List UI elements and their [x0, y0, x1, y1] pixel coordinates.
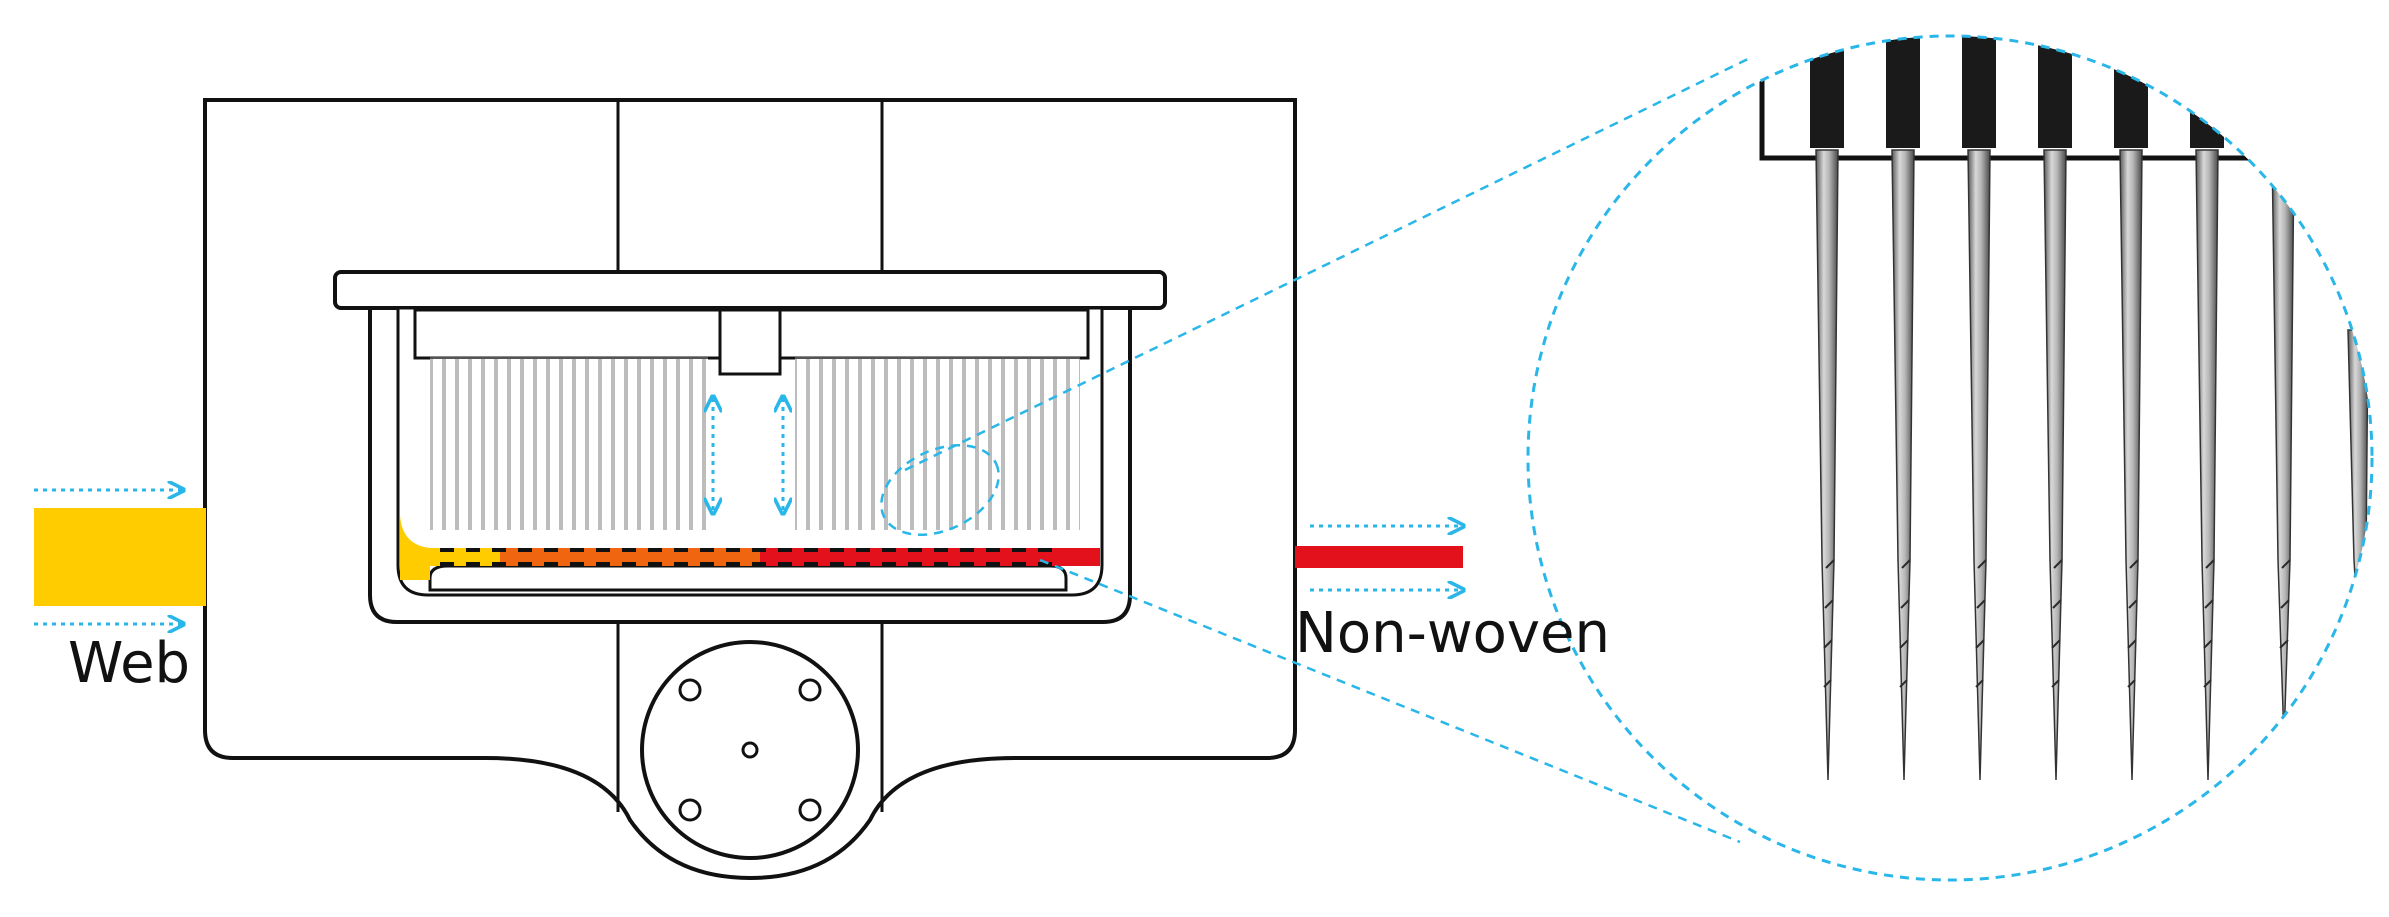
needle: [1891, 149, 1915, 781]
needle-beam-right: [768, 308, 1090, 360]
beam-connector: [718, 308, 782, 376]
wheel-bolt: [798, 798, 822, 822]
needle-board-left: [430, 358, 708, 530]
needle-barbs: [1823, 559, 2291, 688]
nonwoven-inside-band: [760, 548, 1100, 566]
top-plate: [333, 270, 1167, 310]
needle: [1815, 149, 1839, 781]
magnified-needles-view: [1526, 34, 2374, 882]
needle: [1967, 149, 1991, 781]
needle: [2195, 149, 2219, 781]
drive-wheel: [640, 640, 860, 860]
web-inside-band: [430, 548, 520, 566]
web-input-band: [34, 508, 206, 606]
zoom-source-ellipse: [880, 444, 1000, 536]
needle: [2043, 149, 2067, 781]
wheel-bolt: [678, 798, 702, 822]
nonwoven-inside-band: [500, 548, 760, 566]
magnified-needle-board: [1759, 36, 2372, 161]
needle: [2119, 149, 2143, 781]
zoom-connectors: [880, 56, 1751, 844]
wheel-bolt: [798, 678, 822, 702]
needle-loom-housing: [333, 270, 1167, 624]
needle-board-right: [795, 358, 1080, 530]
web-label: Web: [68, 631, 190, 696]
web-inside: [400, 515, 430, 580]
flow-arrows: [34, 398, 1462, 624]
material-band: [34, 508, 1463, 606]
needle-beam-left: [413, 308, 732, 360]
magnified-needles: [1815, 149, 2369, 781]
magnified-view-outline: [1526, 34, 2374, 882]
wheel-hub: [741, 741, 759, 759]
wheel-bolt: [678, 678, 702, 702]
nonwoven-label: Non-woven: [1295, 601, 1610, 666]
nonwoven-output-band: [1295, 546, 1463, 568]
